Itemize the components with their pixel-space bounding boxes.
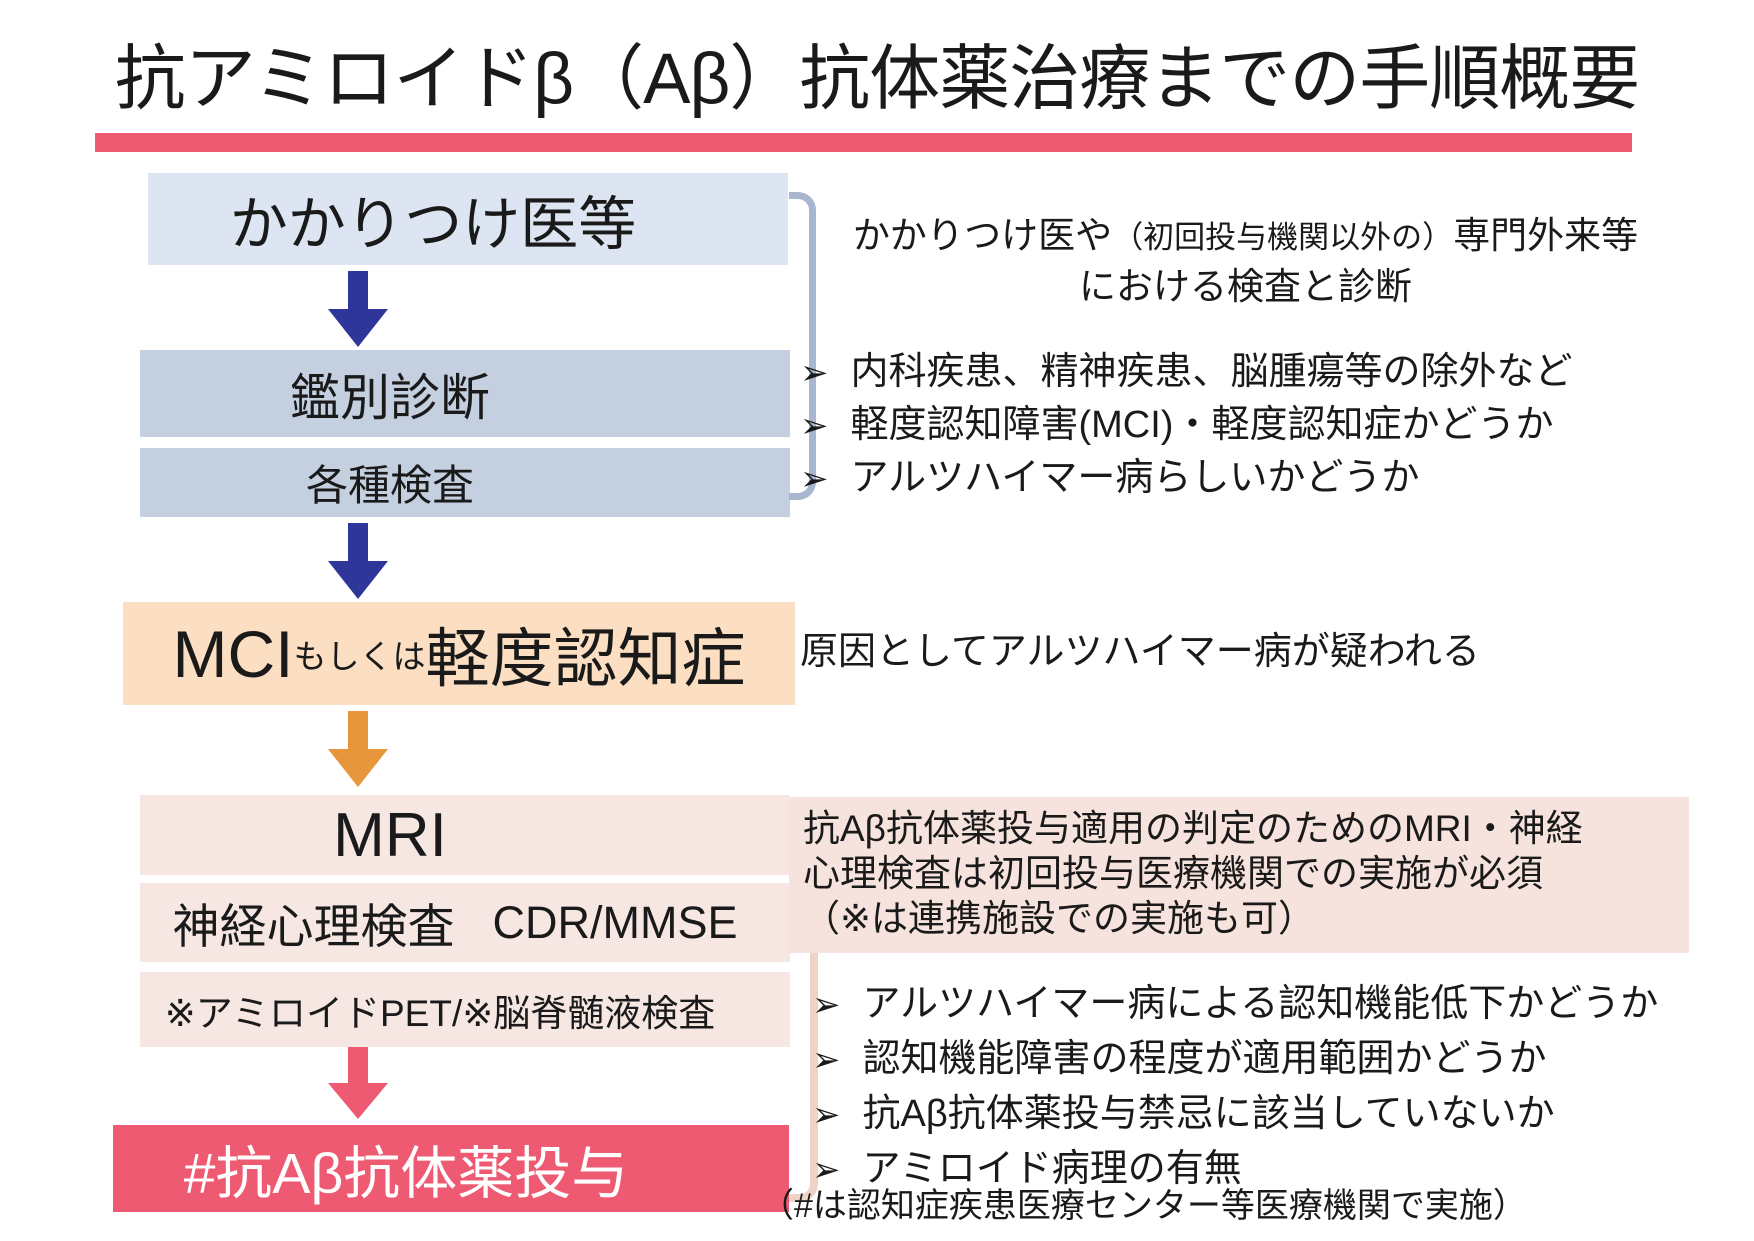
flow-box-primary-care-label: かかりつけ医等 [229, 192, 637, 257]
bullet-arrow-icon: ➢ [812, 1151, 841, 1189]
flow-box-pet-csf: ※アミロイドPET/※脳脊髄液検査 [140, 972, 790, 1047]
list-item: ➢抗Aβ抗体薬投与禁忌に該当していないか [812, 1087, 1658, 1142]
bullet-arrow-icon: ➢ [800, 460, 829, 498]
list-item: ➢アミロイド病理の有無 [812, 1142, 1658, 1197]
flow-box-neuropsych-tests: 神経心理検査 CDR/MMSE [140, 883, 790, 962]
mri-note-box: 抗Aβ抗体薬投与適用の判定のためのMRI・神経 心理検査は初回投与医療機関での実… [789, 797, 1689, 953]
footnote-text: （#は認知症疾患医療センター等医療機関で実施） [760, 1187, 1527, 1225]
bullet-arrow-icon: ➢ [800, 407, 829, 445]
flow-box-various-tests: 各種検査 [140, 448, 790, 517]
flow-box-differential-diagnosis: 鑑別診断 [140, 350, 790, 437]
down-arrow-icon [328, 711, 388, 787]
flow-box-mri: MRI [140, 795, 790, 875]
bullet-arrow-icon: ➢ [812, 986, 841, 1024]
mci-connector-label: もしくは [293, 637, 426, 675]
antibody-administration-label: #抗Aβ抗体薬投与 [183, 1141, 629, 1206]
down-arrow-icon [328, 523, 388, 599]
list-item: ➢アルツハイマー病らしいかどうか [800, 452, 1573, 505]
list-item: ➢アルツハイマー病による認知機能低下かどうか [812, 977, 1658, 1032]
neuropsych-tests-label: CDR/MMSE [492, 896, 738, 948]
bullet-arrow-icon: ➢ [812, 1041, 841, 1079]
flow-box-mri-label: MRI [333, 800, 447, 870]
administration-checklist: ➢アルツハイマー病による認知機能低下かどうか ➢認知機能障害の程度が適用範囲かど… [812, 977, 1658, 1197]
bullet-arrow-icon: ➢ [800, 354, 829, 392]
diagnosis-checklist: ➢内科疾患、精神疾患、脳腫瘍等の除外など ➢軽度認知障害(MCI)・軽度認知症か… [800, 346, 1573, 505]
down-arrow-icon [328, 271, 388, 347]
list-item: ➢内科疾患、精神疾患、脳腫瘍等の除外など [800, 346, 1573, 399]
neuropsych-label: 神経心理検査 [172, 900, 455, 953]
list-item: ➢軽度認知障害(MCI)・軽度認知症かどうか [800, 399, 1573, 452]
mci-latin-label: MCI [172, 616, 294, 691]
group-bracket-diagnosis [789, 192, 816, 500]
list-item: ➢認知機能障害の程度が適用範囲かどうか [812, 1032, 1658, 1087]
flow-box-primary-care: かかりつけ医等 [148, 173, 788, 265]
flow-box-antibody-administration: #抗Aβ抗体薬投与 [113, 1125, 789, 1212]
pet-csf-label: ※アミロイドPET/※脳脊髄液検査 [164, 992, 716, 1034]
right-heading-line1: かかりつけ医や（初回投与機関以外の）専門外来等 [852, 215, 1639, 256]
flow-box-differential-diagnosis-label: 鑑別診断 [290, 369, 490, 426]
right-heading-line2: における検査と診断 [1079, 266, 1412, 308]
mci-dementia-label: 軽度認知症 [425, 622, 746, 695]
down-arrow-icon [328, 1047, 388, 1119]
right-heading: かかりつけ医や（初回投与機関以外の）専門外来等 における検査と診断 [758, 210, 1733, 312]
bullet-arrow-icon: ➢ [812, 1096, 841, 1134]
mci-note-text: 原因としてアルツハイマー病が疑われる [800, 631, 1480, 673]
title-underline-bar [95, 133, 1632, 152]
flow-box-various-tests-label: 各種検査 [305, 462, 474, 509]
page-title: 抗アミロイドβ（Aβ）抗体薬治療までの手順概要 [114, 40, 1641, 119]
